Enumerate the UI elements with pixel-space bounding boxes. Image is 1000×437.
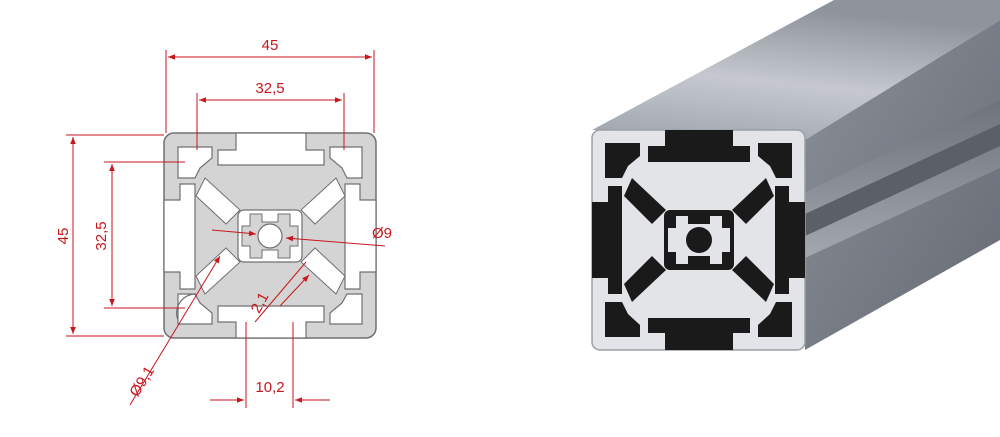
label-core-bore: Ø9 (372, 225, 392, 242)
label-overall-height: 45 (55, 228, 72, 245)
label-corner-bore: Ø9,1 (126, 363, 158, 400)
dimension-overall-height: 45 (55, 134, 164, 337)
profile-cross-section (163, 132, 377, 339)
dimension-slot-spacing-width: 32,5 (196, 80, 345, 150)
profile-3d-render (591, 0, 1000, 351)
label-slot-spacing-width: 32,5 (255, 80, 284, 97)
profile-front-face (591, 129, 806, 351)
label-overall-width: 45 (262, 37, 279, 54)
dimension-slot-spacing-height: 32,5 (93, 161, 185, 309)
cross-section-drawing: 45 32,5 45 32,5 Ø9 (55, 37, 392, 408)
label-slot-spacing-height: 32,5 (93, 221, 110, 250)
dimension-overall-width: 45 (165, 37, 375, 133)
label-slot-width: 10,2 (255, 379, 284, 396)
dimension-slot-width: 10,2 (210, 322, 330, 408)
dimension-core-bore: Ø9 (211, 225, 392, 247)
